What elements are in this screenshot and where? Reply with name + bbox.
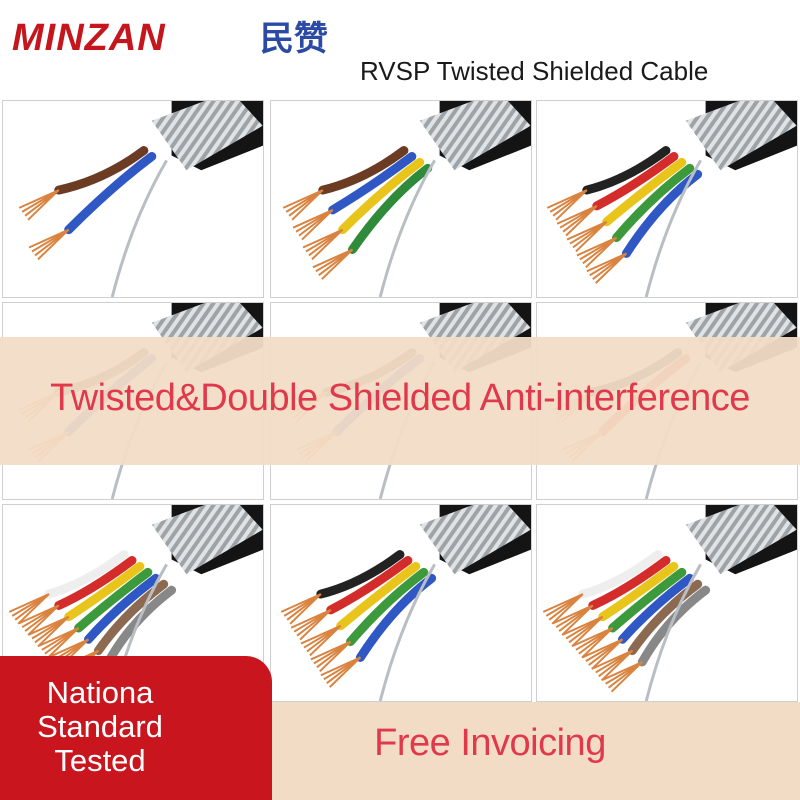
cable-photo-9	[536, 504, 798, 702]
feature-banner-text: Twisted&Double Shielded Anti-interferenc…	[50, 377, 750, 419]
standard-badge: Nationa Standard Tested	[0, 656, 272, 800]
brand-logo: MINZAN 民赞	[12, 17, 328, 59]
feature-banner	[0, 337, 800, 465]
brand-chinese: 民赞	[260, 19, 328, 59]
free-invoicing-text: Free Invoicing	[374, 722, 606, 764]
cable-photo-1	[2, 100, 264, 298]
badge-line-3: Tested	[54, 743, 146, 778]
cable-photo-2	[270, 100, 532, 298]
cable-photo-8	[270, 504, 532, 702]
badge-line-1: Nationa	[46, 675, 154, 710]
cable-illustration	[280, 505, 531, 701]
cable-illustration	[542, 505, 797, 701]
product-subtitle: RVSP Twisted Shielded Cable	[360, 56, 709, 86]
brand-name: MINZAN	[12, 17, 166, 59]
cable-illustration	[282, 101, 531, 297]
cable-illustration	[18, 101, 263, 297]
badge-line-2: Standard	[37, 709, 163, 744]
cable-illustration	[546, 101, 797, 297]
cable-photo-3	[536, 100, 798, 298]
